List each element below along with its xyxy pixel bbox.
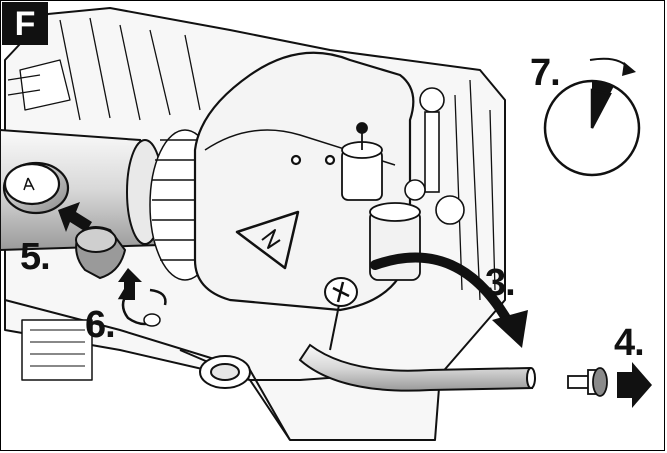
hose	[298, 343, 536, 392]
removal-arrow-icon	[58, 202, 92, 232]
warning-triangle-icon	[235, 210, 300, 270]
end-cap-a	[2, 161, 70, 215]
hose-connector	[567, 367, 608, 397]
screw	[324, 277, 358, 351]
step-4-label: 4.	[614, 322, 645, 364]
upper-right-fittings	[404, 87, 465, 225]
arrow-right-icon	[617, 362, 652, 408]
control-box	[193, 51, 415, 312]
up-arrow-icon	[118, 268, 142, 300]
step-3-label: 3.	[485, 262, 516, 304]
step-7-label: 7.	[530, 52, 561, 94]
knob-nut	[143, 313, 161, 327]
step-5-label: 5.	[20, 236, 51, 278]
step-6-label: 6.	[85, 304, 116, 346]
filter-knob	[75, 225, 127, 280]
clock-timer-icon	[543, 57, 641, 177]
bottom-port	[199, 355, 251, 389]
curved-arrow-icon	[370, 252, 528, 348]
figure-label: F	[2, 2, 48, 45]
